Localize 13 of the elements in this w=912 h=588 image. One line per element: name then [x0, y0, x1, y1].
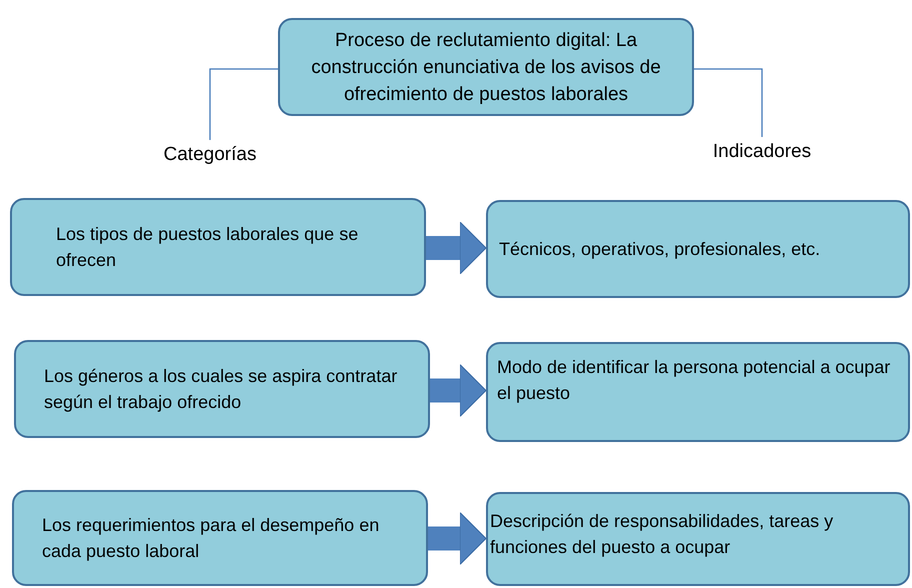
column-heading: Indicadores	[690, 137, 834, 167]
rounded-box: Los tipos de puestos laborales que se ofrecen	[10, 198, 426, 296]
rounded-box: Modo de identificar la persona potencial a ocupar el puesto	[486, 342, 910, 442]
block-arrow	[426, 222, 486, 274]
rounded-box: Descripción de responsabilidades, tareas y funciones del puesto a ocupar	[486, 492, 910, 586]
connector-line	[694, 68, 763, 137]
rounded-box: Proceso de reclutamiento digital: La construcción enunciativa de los avisos de ofrecimiento de puestos laborales	[278, 18, 694, 116]
rounded-box: Los requerimientos para el desempeño en cada puesto laboral	[12, 490, 428, 586]
rounded-box: Los géneros a los cuales se aspira contratar según el trabajo ofrecido	[14, 340, 430, 438]
rounded-box: Técnicos, operativos, profesionales, etc.	[486, 200, 910, 298]
column-heading: Categorías	[140, 140, 280, 170]
connector-line	[209, 68, 278, 140]
block-arrow	[428, 512, 486, 565]
